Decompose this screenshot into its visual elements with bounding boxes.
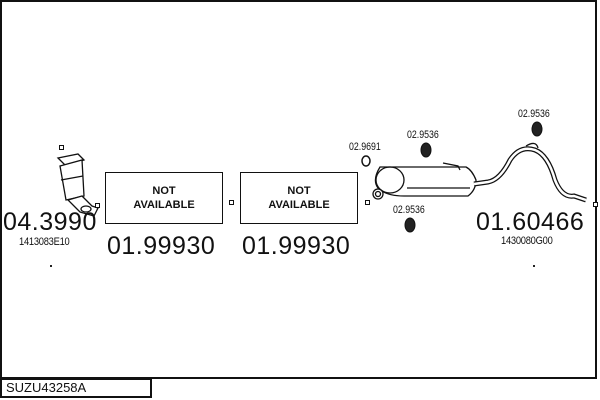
not-available-box: NOT AVAILABLE bbox=[105, 172, 223, 224]
accessory-ref[interactable]: 02.9536 bbox=[407, 129, 439, 141]
part-price[interactable]: 01.99930 bbox=[242, 232, 351, 260]
oem-number: 1413083E10 bbox=[19, 236, 70, 248]
part-price[interactable]: 01.99930 bbox=[107, 232, 216, 260]
rear-silencer-icon bbox=[372, 142, 587, 203]
clamp-marker bbox=[95, 203, 100, 208]
accessory-ref[interactable]: 02.9536 bbox=[393, 204, 425, 216]
oem-number: 1430080G00 bbox=[501, 235, 553, 247]
diagram-frame bbox=[0, 0, 597, 379]
clamp-marker bbox=[593, 202, 598, 207]
not-available-line1: NOT bbox=[152, 185, 176, 197]
diagram-code: SUZU43258A bbox=[0, 378, 152, 398]
not-available-line1: NOT bbox=[287, 185, 311, 197]
marker-dot bbox=[50, 265, 52, 267]
clamp-marker bbox=[365, 200, 370, 205]
clamp-marker bbox=[59, 145, 64, 150]
rubber-mount-icon bbox=[404, 121, 543, 233]
catalytic-converter-icon bbox=[56, 153, 99, 217]
accessory-ref[interactable]: 02.9536 bbox=[518, 108, 550, 120]
not-available-line2: AVAILABLE bbox=[268, 199, 330, 211]
gasket-ring-icon bbox=[361, 155, 371, 167]
accessory-ref[interactable]: 02.9691 bbox=[349, 141, 381, 153]
part-price[interactable]: 01.60466 bbox=[476, 208, 585, 236]
not-available-box: NOT AVAILABLE bbox=[240, 172, 358, 224]
not-available-line2: AVAILABLE bbox=[133, 199, 195, 211]
clamp-marker bbox=[229, 200, 234, 205]
marker-dot bbox=[533, 265, 535, 267]
part-price[interactable]: 04.3990 bbox=[3, 208, 97, 236]
